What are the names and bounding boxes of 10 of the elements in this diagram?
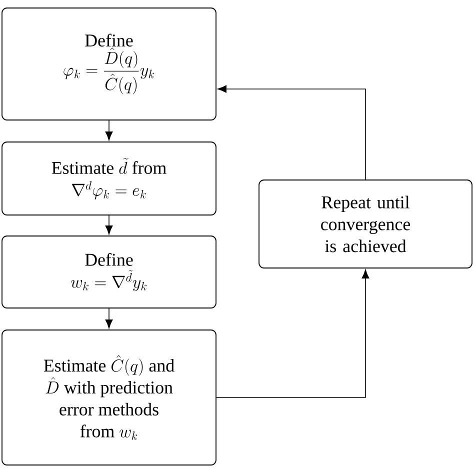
process-box: $\text{Define}$ $w_k = \nabla^{\tilde{d}} y_k$ [2, 236, 216, 308]
process-box: $\text{Estimate } \tilde{d} \text{ from}$ $\nabla^{d}\varphi_k = e_k$ [2, 142, 216, 216]
arrow [105, 308, 113, 328]
arrow [105, 215, 113, 234]
process-box: Repeat until convergence is achieved [258, 180, 472, 268]
process-box: $\text{Define}$ $\varphi_k = \dfrac{\hat{D}(q)}{\hat{C}(q)} y_k$ [2, 8, 216, 120]
arrow [218, 85, 366, 180]
process-box: $\text{Estimate } \hat{C}(q) \text{ and}$ $\hat{D} \text{ with prediction}$ $\text{error methods}$ $\text{from } w_k$ [2, 330, 216, 466]
arrow [105, 120, 113, 140]
arrow [216, 270, 370, 398]
